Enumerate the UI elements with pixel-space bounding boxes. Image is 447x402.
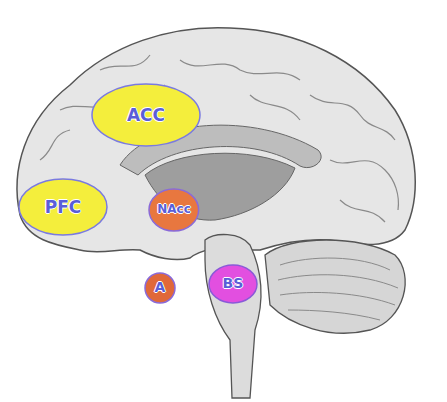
region-ellipse: NAcc bbox=[148, 188, 200, 232]
region-ellipse: BS bbox=[208, 264, 258, 304]
region-label: BS bbox=[223, 276, 244, 291]
region-label: ACC bbox=[127, 106, 165, 125]
region-ellipse: A bbox=[144, 272, 176, 304]
region-label: NAcc bbox=[157, 203, 191, 216]
region-label: A bbox=[155, 280, 166, 295]
region-ellipse: ACC bbox=[91, 83, 201, 147]
region-ellipse: PFC bbox=[18, 178, 108, 236]
region-label: PFC bbox=[45, 198, 82, 217]
